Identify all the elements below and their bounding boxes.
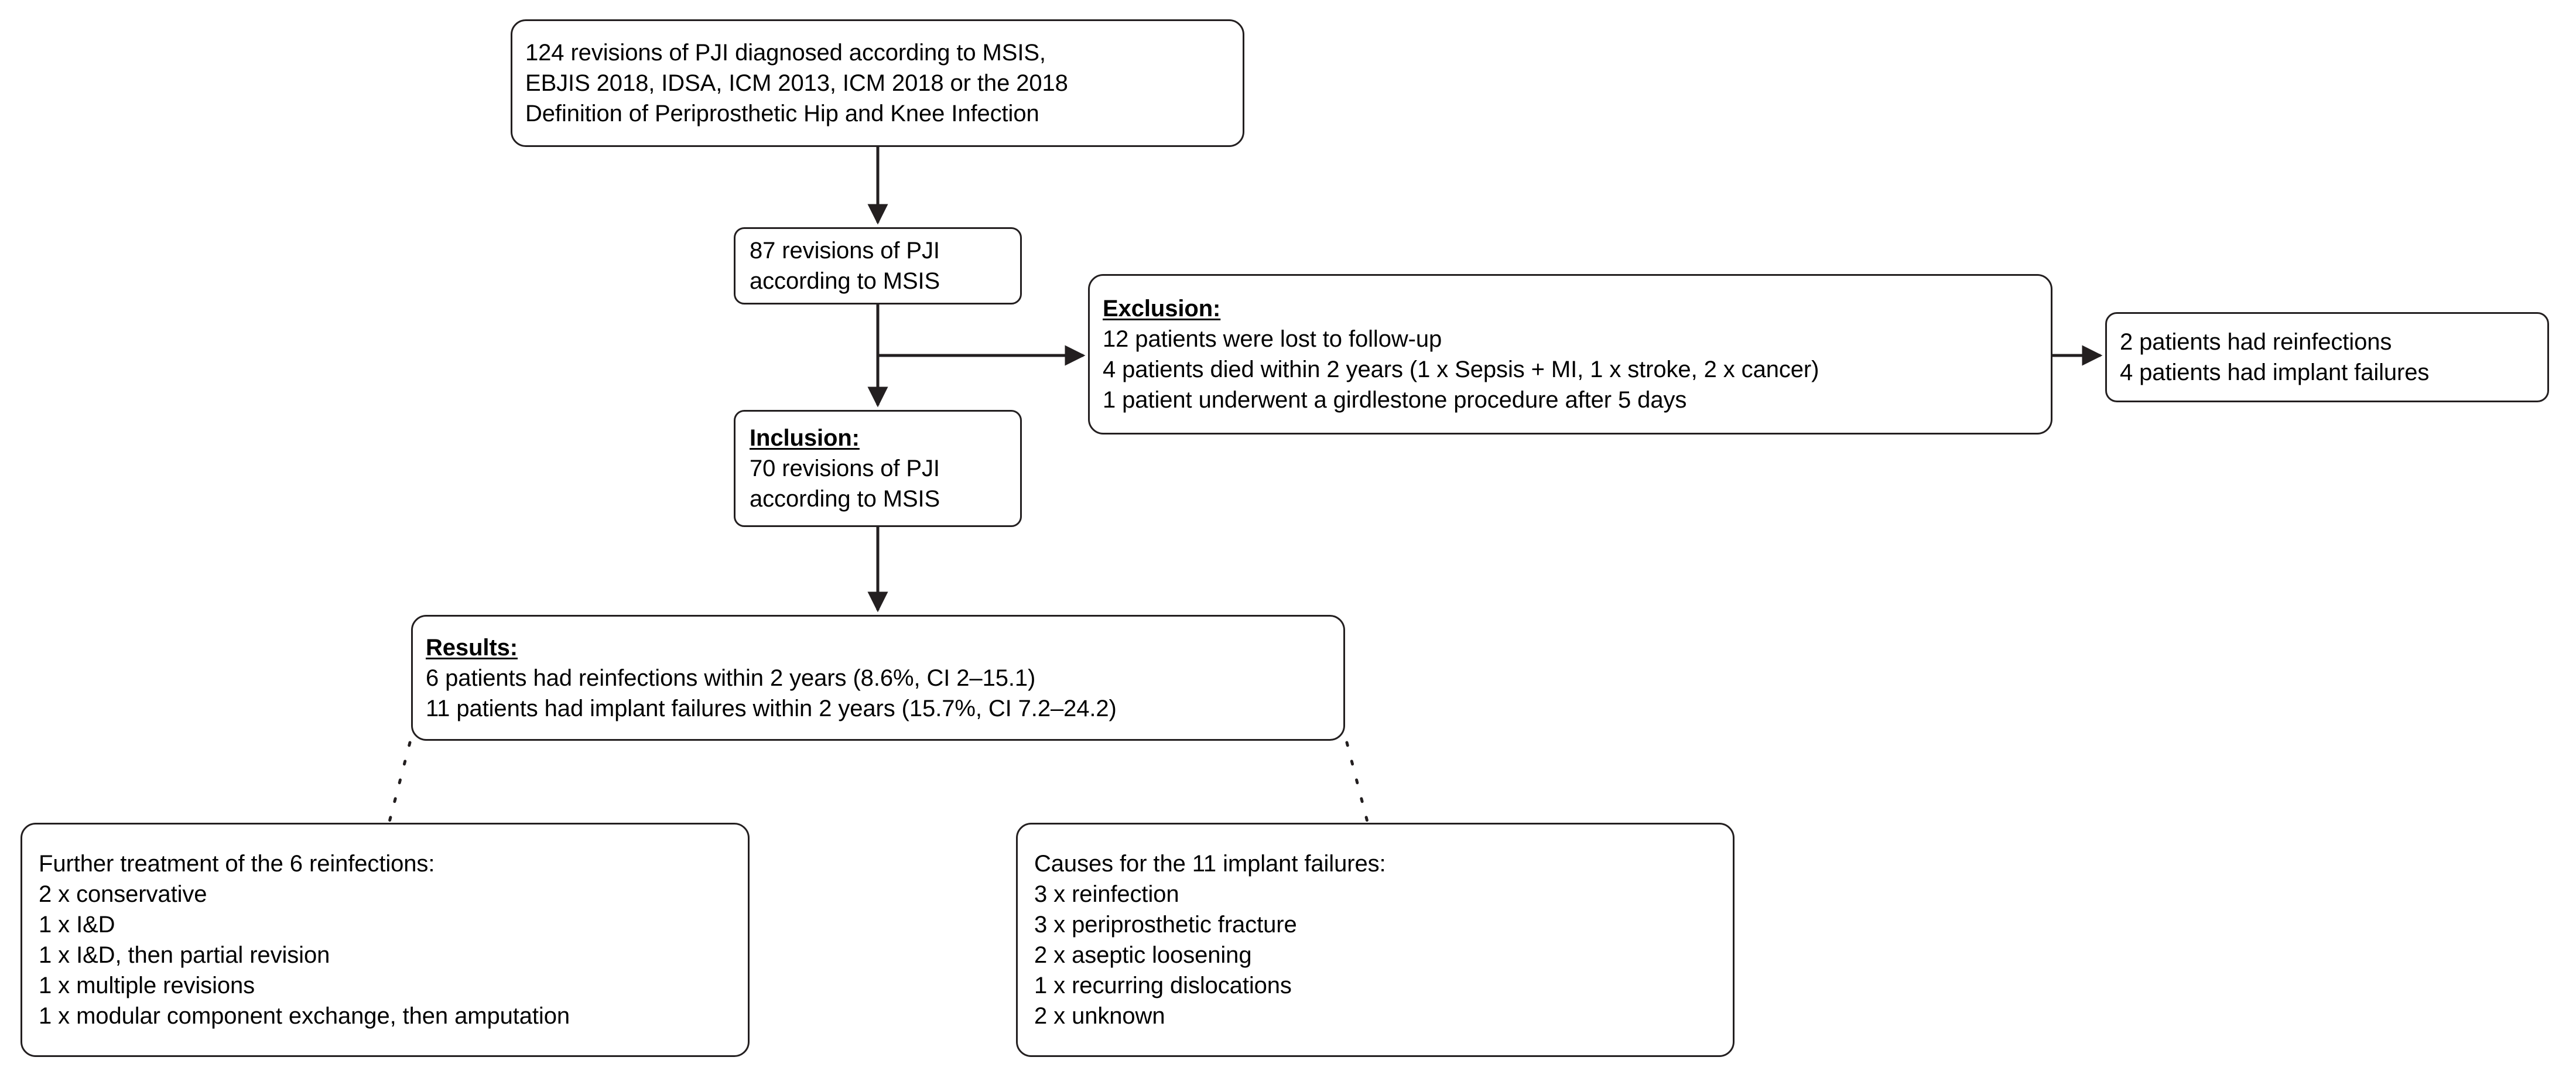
implant-failure-causes-line-1: Causes for the 11 implant failures:: [1034, 851, 1386, 877]
node-cohort-total[interactable]: 124 revisions of PJI diagnosed according…: [511, 19, 1244, 147]
msis-87-line-1: 87 revisions of PJI: [750, 238, 940, 264]
results-line-2: 11 patients had implant failures within …: [426, 695, 1117, 721]
implant-failure-causes-line-2: 3 x reinfection: [1034, 881, 1179, 907]
inclusion-heading: Inclusion:: [750, 425, 860, 451]
reinfection-treatment-line-6: 1 x modular component exchange, then amp…: [39, 1003, 570, 1029]
edge-results-to-implant-failure-causes: [1345, 741, 1369, 823]
edge-results-to-reinfection-treatment: [388, 741, 412, 823]
exclusion-line-2: 4 patients died within 2 years (1 x Seps…: [1103, 357, 1819, 382]
exclusion-line-3: 1 patient underwent a girdlestone proced…: [1103, 387, 1687, 413]
implant-failure-causes-line-3: 3 x periprosthetic fracture: [1034, 912, 1297, 938]
implant-failure-causes-line-6: 2 x unknown: [1034, 1003, 1165, 1029]
exclusion-heading: Exclusion:: [1103, 296, 1221, 321]
reinfection-treatment-line-5: 1 x multiple revisions: [39, 973, 255, 998]
node-msis-87[interactable]: 87 revisions of PJI according to MSIS: [734, 227, 1022, 305]
node-implant-failure-causes[interactable]: Causes for the 11 implant failures: 3 x …: [1016, 823, 1735, 1057]
exclusion-line-1: 12 patients were lost to follow-up: [1103, 326, 1442, 352]
results-line-1: 6 patients had reinfections within 2 yea…: [426, 665, 1036, 691]
node-reinfection-treatment[interactable]: Further treatment of the 6 reinfections:…: [20, 823, 750, 1057]
implant-failure-causes-line-5: 1 x recurring dislocations: [1034, 973, 1292, 998]
implant-failure-causes-line-4: 2 x aseptic loosening: [1034, 942, 1252, 968]
inclusion-line-2: according to MSIS: [750, 486, 940, 512]
reinfection-treatment-line-4: 1 x I&D, then partial revision: [39, 942, 330, 968]
node-inclusion[interactable]: Inclusion: 70 revisions of PJI according…: [734, 410, 1022, 527]
cohort-total-line-1: 124 revisions of PJI diagnosed according…: [525, 40, 1046, 66]
node-results[interactable]: Results: 6 patients had reinfections wit…: [411, 615, 1345, 741]
cohort-total-line-2: EBJIS 2018, IDSA, ICM 2013, ICM 2018 or …: [525, 70, 1068, 96]
inclusion-line-1: 70 revisions of PJI: [750, 456, 940, 481]
reinfection-treatment-line-3: 1 x I&D: [39, 912, 115, 938]
msis-87-line-2: according to MSIS: [750, 268, 940, 294]
cohort-total-line-3: Definition of Periprosthetic Hip and Kne…: [525, 101, 1039, 126]
excluded-outcomes-line-1: 2 patients had reinfections: [2120, 329, 2392, 355]
results-heading: Results:: [426, 634, 518, 661]
reinfection-treatment-line-2: 2 x conservative: [39, 881, 207, 907]
node-excluded-outcomes[interactable]: 2 patients had reinfections 4 patients h…: [2105, 312, 2549, 402]
reinfection-treatment-line-1: Further treatment of the 6 reinfections:: [39, 851, 435, 877]
node-exclusion[interactable]: Exclusion: 12 patients were lost to foll…: [1088, 274, 2052, 435]
excluded-outcomes-line-2: 4 patients had implant failures: [2120, 360, 2430, 385]
